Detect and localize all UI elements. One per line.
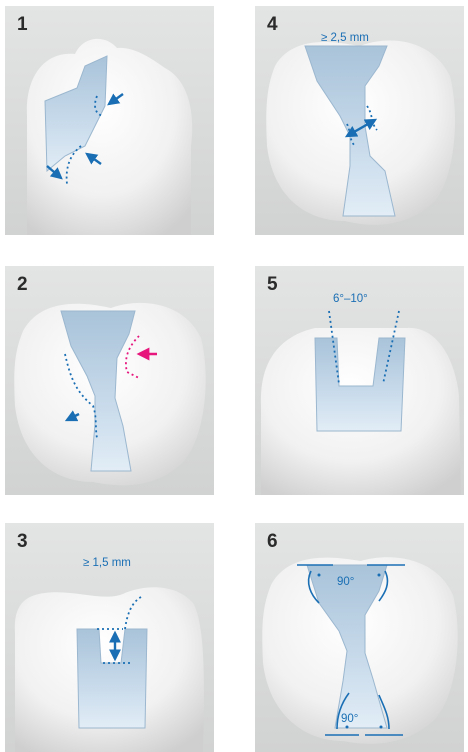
step-number: 5 bbox=[267, 274, 278, 296]
step-number: 4 bbox=[267, 14, 278, 36]
dimension-label: ≥ 2,5 mm bbox=[321, 32, 369, 44]
step-2-panel: 2 bbox=[5, 266, 214, 495]
angle-label-bottom: 90° bbox=[341, 713, 358, 725]
tooth-illustration bbox=[5, 6, 214, 235]
step-4-panel: 4 ≥ 2,5 mm bbox=[255, 6, 464, 235]
step-3-panel: 3 ≥ 1,5 mm bbox=[5, 523, 214, 752]
step-number: 2 bbox=[17, 274, 28, 296]
step-1-panel: 1 bbox=[5, 6, 214, 235]
step-5-panel: 5 6°–10° bbox=[255, 266, 464, 495]
step-number: 6 bbox=[267, 531, 278, 553]
tooth-illustration: 90° 90° bbox=[255, 523, 464, 752]
step-number: 1 bbox=[17, 14, 28, 36]
step-number: 3 bbox=[17, 531, 28, 553]
tooth-illustration: ≥ 1,5 mm bbox=[5, 523, 214, 752]
tooth-illustration: ≥ 2,5 mm bbox=[255, 6, 464, 235]
angle-label-top: 90° bbox=[337, 576, 354, 588]
tooth-illustration bbox=[5, 266, 214, 495]
step-6-panel: 6 90° 90° bbox=[255, 523, 464, 752]
dimension-label: ≥ 1,5 mm bbox=[83, 557, 131, 569]
tooth-illustration: 6°–10° bbox=[255, 266, 464, 495]
angle-label: 6°–10° bbox=[333, 293, 368, 305]
